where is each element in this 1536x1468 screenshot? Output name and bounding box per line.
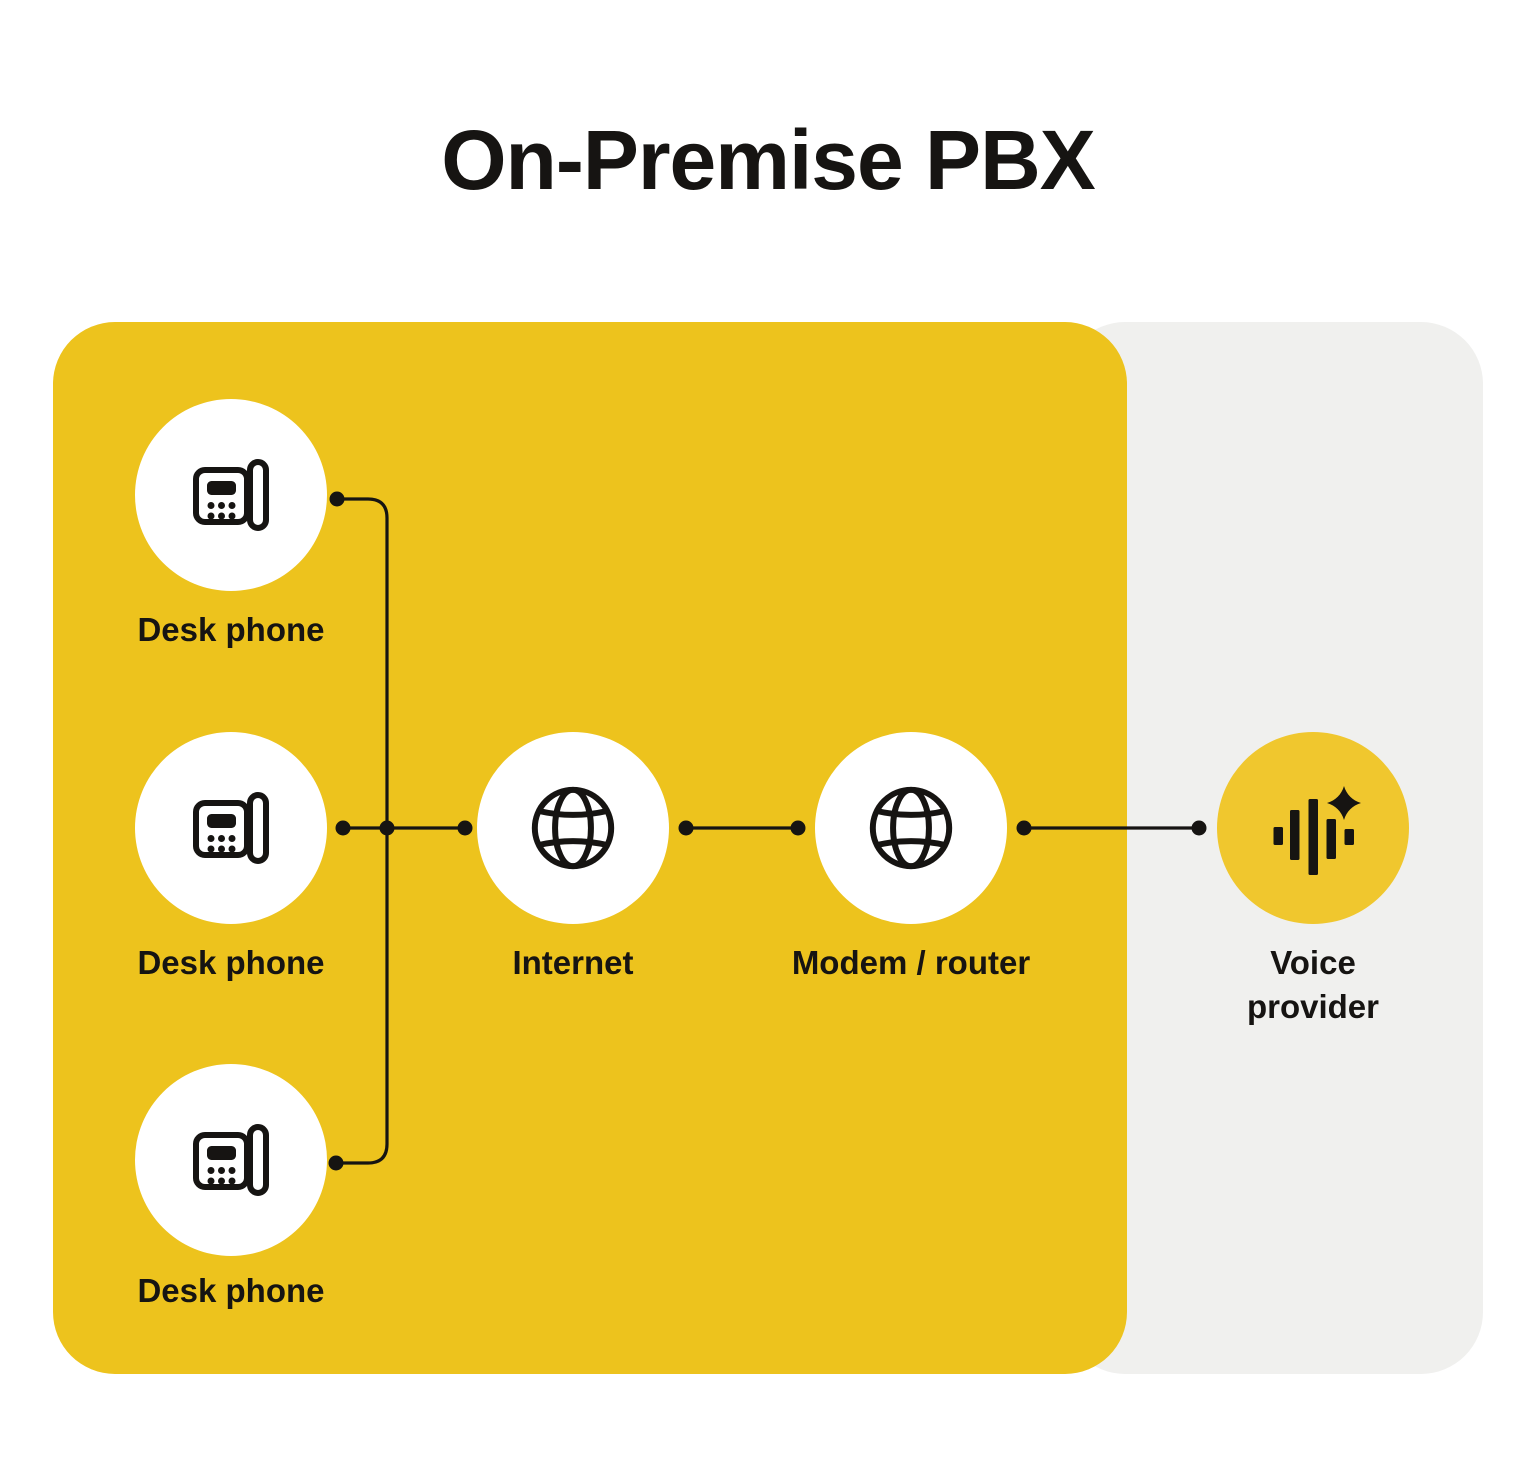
voice-provider-node xyxy=(1217,732,1409,924)
node-label-desk-phone-1: Desk phone xyxy=(137,611,325,648)
node-label-desk-phone-3: Desk phone xyxy=(137,1272,325,1309)
desk-phone-node xyxy=(135,732,327,924)
internet-node xyxy=(477,732,669,924)
desk-phone-icon xyxy=(193,1124,269,1196)
globe-icon xyxy=(869,786,953,870)
voice-wave-sparkle-icon xyxy=(1273,786,1361,875)
node-label-modem-router: Modem / router xyxy=(791,944,1031,981)
diagram-title: On-Premise PBX xyxy=(441,113,1096,207)
node-label-voice-provider: Voice provider xyxy=(1246,944,1380,1025)
modem-router-node xyxy=(815,732,1007,924)
desk-phone-icon xyxy=(193,459,269,531)
globe-icon xyxy=(531,786,615,870)
node-label-internet: Internet xyxy=(512,944,634,981)
desk-phone-node xyxy=(135,1064,327,1256)
desk-phone-icon xyxy=(193,792,269,864)
desk-phone-node xyxy=(135,399,327,591)
node-label-desk-phone-2: Desk phone xyxy=(137,944,325,981)
